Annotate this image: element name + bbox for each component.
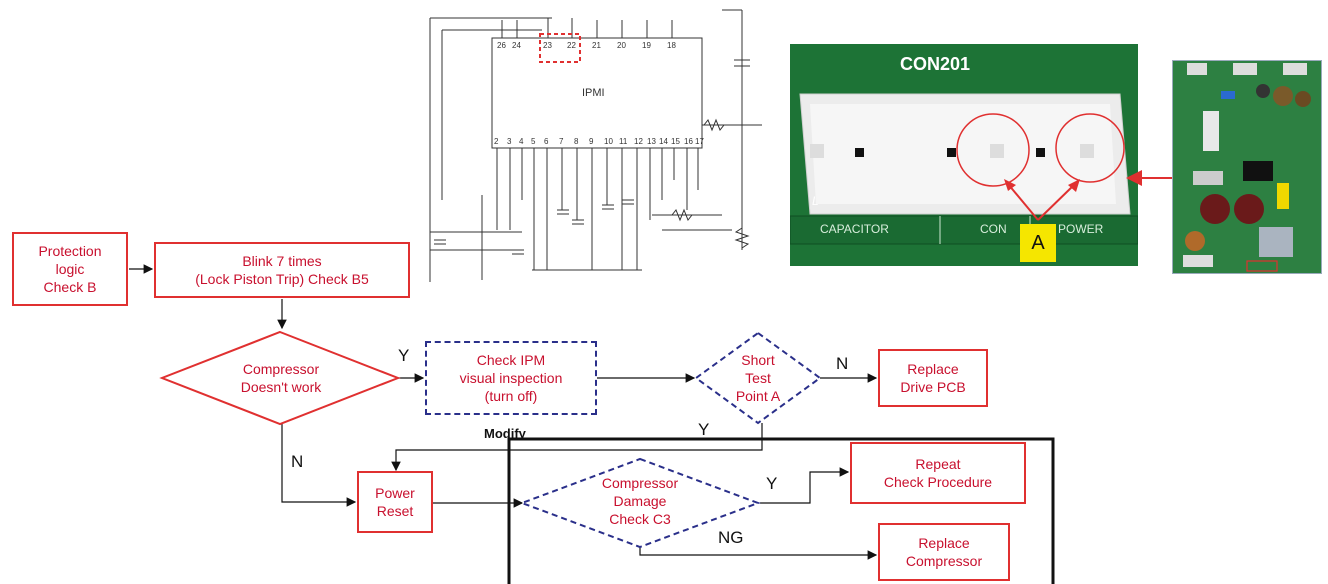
yes-label-short: Y (698, 420, 709, 440)
compressor-doesnt-work-text: Compressor Doesn't work (196, 358, 366, 398)
no-label-short: N (836, 354, 848, 374)
short-test-point-a-text: Short Test Point A (716, 350, 800, 406)
protection-logic-box: Protection logic Check B (12, 232, 128, 306)
yes-label-compressor: Y (398, 346, 409, 366)
ng-label-damage: NG (718, 528, 744, 548)
arrow-damage-to-replace-comp (640, 540, 876, 555)
modify-label: Modify (484, 426, 526, 441)
check-ipm-box: Check IPM visual inspection (turn off) (425, 341, 597, 415)
compressor-damage-text: Compressor Damage Check C3 (570, 472, 710, 530)
repeat-check-procedure-box: Repeat Check Procedure (850, 442, 1026, 504)
no-label-compressor: N (291, 452, 303, 472)
replace-compressor-box: Replace Compressor (878, 523, 1010, 581)
replace-drive-pcb-box: Replace Drive PCB (878, 349, 988, 407)
yes-label-damage: Y (766, 474, 777, 494)
power-reset-box: Power Reset (357, 471, 433, 533)
blink-7-times-box: Blink 7 times (Lock Piston Trip) Check B… (154, 242, 410, 298)
